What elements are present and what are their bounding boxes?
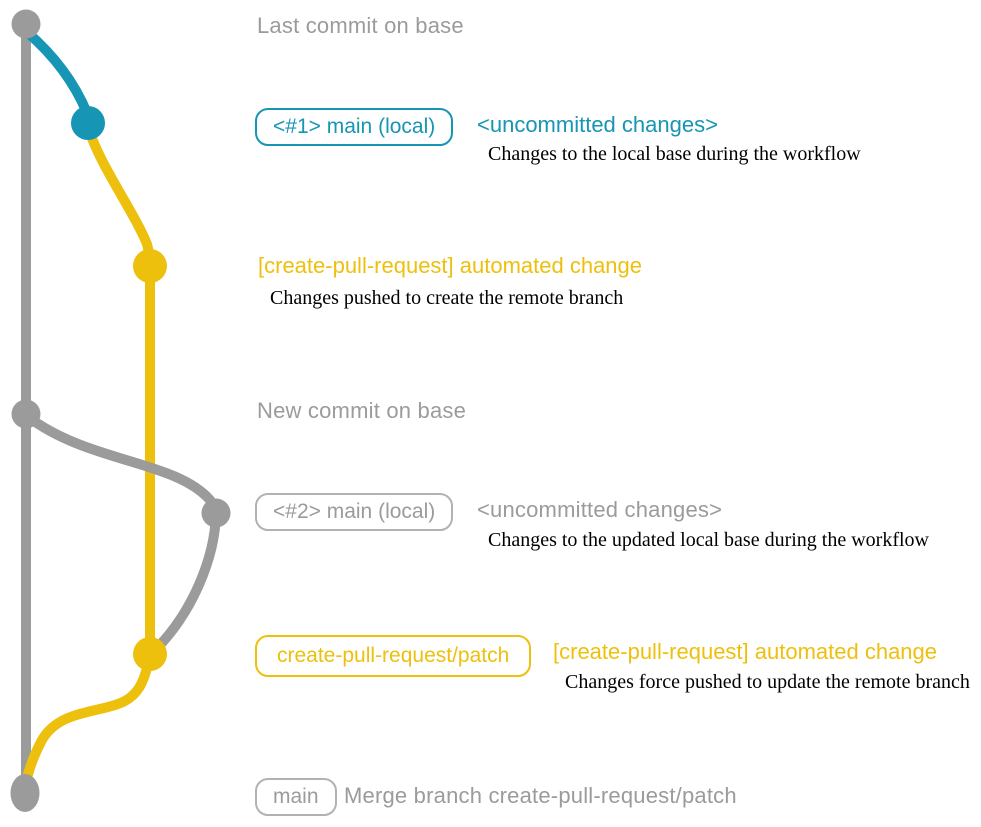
branch-tag-main-label: main [273,785,319,808]
commit-node-patch-2 [133,637,167,671]
branch-tag-patch: create-pull-request/patch [255,635,532,677]
branch-tag-main-local-2-label: <#2> main (local) [273,500,436,523]
commit-node-new-base [11,399,41,429]
uncommitted-changes-1-label: <uncommitted changes> [477,112,718,137]
branch-tag-patch-label: create-pull-request/patch [277,644,510,667]
commit-1-caption: Changes to the local base during the wor… [488,143,861,165]
commit-node-patch-1 [133,249,167,283]
commit-node-last-base [11,9,41,39]
local-change-2-out-curve [22,411,221,518]
merge-commit-caption: Merge branch create-pull-request/patch [344,783,737,808]
merge-curve [20,649,155,795]
automated-change-2-title: [create-pull-request] automated change [553,639,938,664]
commit-node-local-1 [71,106,105,140]
branch-tag-main: main [255,778,337,816]
patch-branch-create-curve [83,121,155,271]
local-change-1-curve [22,27,92,118]
automated-change-1-caption: Changes pushed to create the remote bran… [270,287,624,309]
commit-node-local-2 [201,498,231,528]
branch-tag-main-local-1: <#1> main (local) [255,108,454,146]
new-commit-label: New commit on base [257,398,467,423]
automated-change-2-caption: Changes force pushed to update the remot… [565,671,970,693]
branch-tag-main-local-1-label: <#1> main (local) [273,115,436,138]
uncommitted-changes-2-label: <uncommitted changes> [477,497,723,522]
automated-change-1-title: [create-pull-request] automated change [258,253,643,278]
commit-node-merge [10,774,40,812]
last-commit-label: Last commit on base [257,13,464,38]
commit-2-caption: Changes to the updated local base during… [488,529,929,551]
local-change-2-in-curve [154,508,221,651]
branch-tag-main-local-2: <#2> main (local) [255,493,454,531]
